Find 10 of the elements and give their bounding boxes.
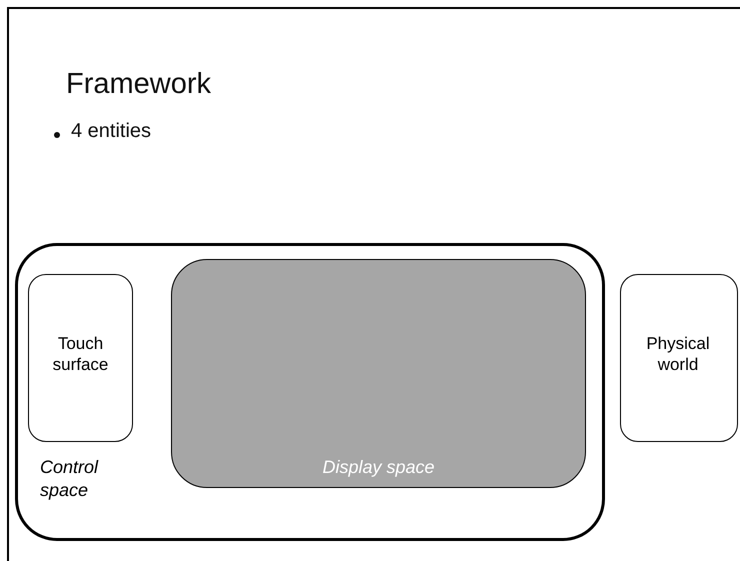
rounded-box xyxy=(15,243,605,541)
rounded-box xyxy=(171,259,586,488)
node-label: Control space xyxy=(40,456,100,501)
node-label: Touch surface xyxy=(52,333,110,376)
node-label: Display space xyxy=(321,456,436,478)
bullet-text: 4 entities xyxy=(71,120,152,143)
rounded-box xyxy=(620,274,738,442)
slide-title: Framework xyxy=(66,68,212,101)
rounded-box xyxy=(28,274,133,442)
node-label: Physical world xyxy=(645,333,711,376)
